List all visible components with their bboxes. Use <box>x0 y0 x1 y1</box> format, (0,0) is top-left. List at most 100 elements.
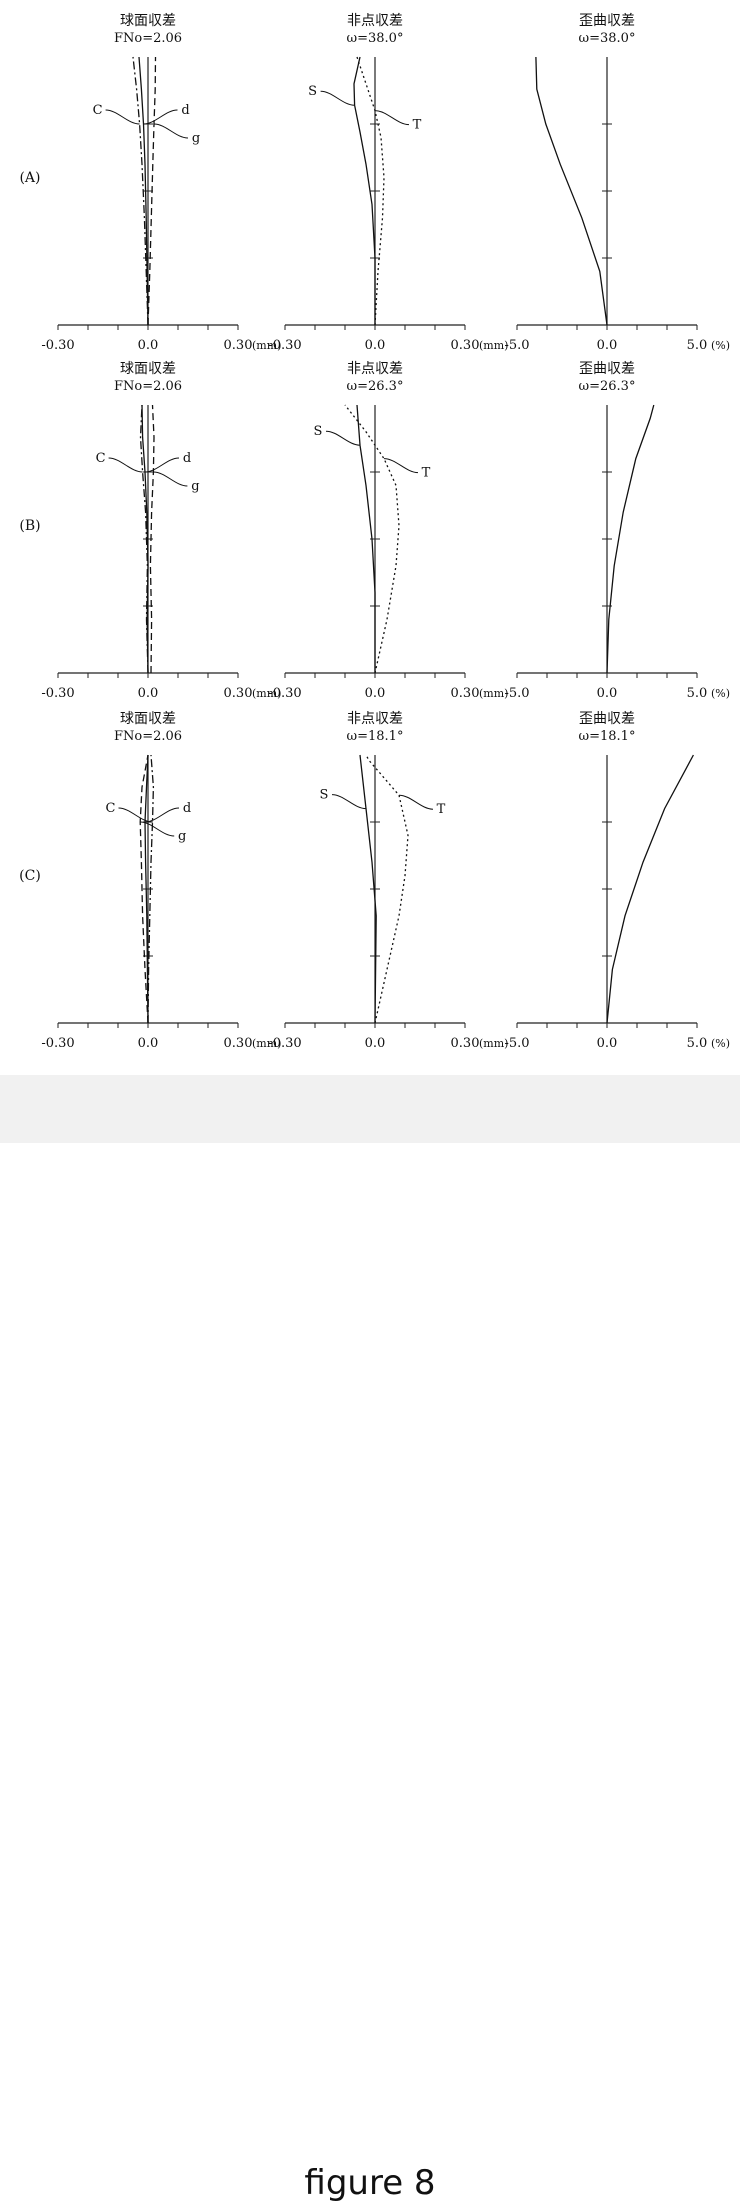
x-tick-label: -5.0 <box>504 1036 529 1051</box>
chart-title: 非点収差 <box>347 361 403 377</box>
chart-title: 非点収差 <box>347 13 403 29</box>
series-leader-line <box>143 109 178 125</box>
series-leader-line <box>153 471 188 487</box>
row-label: (B) <box>19 518 40 534</box>
x-tick-label: -0.30 <box>268 1036 301 1051</box>
x-unit-label: (mm) <box>479 1037 508 1050</box>
series-label-C: C <box>96 451 106 466</box>
series-line-S <box>356 404 376 673</box>
x-tick-label: 0.0 <box>365 686 386 701</box>
series-label-T: T <box>437 802 446 817</box>
series-leader-line <box>105 109 140 125</box>
x-unit-label: (mm) <box>479 687 508 700</box>
series-line-C <box>139 404 149 674</box>
series-label-S: S <box>320 788 329 803</box>
series-leader-line <box>320 90 355 106</box>
series-label-g: g <box>191 479 199 494</box>
x-tick-label: -0.30 <box>268 338 301 353</box>
chart-subtitle: ω=18.1° <box>579 729 636 744</box>
chart-subtitle: ω=38.0° <box>579 31 636 46</box>
x-tick-label: -0.30 <box>41 338 74 353</box>
chart-title: 球面収差 <box>120 711 176 727</box>
series-leader-line <box>325 430 361 446</box>
series-leader-line <box>383 458 419 474</box>
x-unit-label: (mm) <box>479 339 508 352</box>
series-line-g <box>147 56 157 326</box>
x-tick-label: 0.0 <box>597 686 618 701</box>
chart-title: 非点収差 <box>347 711 403 727</box>
series-label-g: g <box>192 131 200 146</box>
series-line-T <box>344 404 400 674</box>
series-line-distortion <box>606 754 694 1024</box>
series-leader-line <box>144 807 180 823</box>
chart-subtitle: ω=38.0° <box>347 31 404 46</box>
x-tick-label: 0.0 <box>597 1036 618 1051</box>
series-label-d: d <box>183 451 191 466</box>
x-tick-label: -5.0 <box>504 338 529 353</box>
series-label-T: T <box>413 118 422 133</box>
series-label-g: g <box>178 829 186 844</box>
x-unit-label: (%) <box>711 687 730 700</box>
x-tick-label: 0.30 <box>451 338 480 353</box>
x-tick-label: 5.0 <box>687 1036 708 1051</box>
series-leader-line <box>118 807 153 823</box>
chart-title: 歪曲収差 <box>579 361 635 377</box>
x-tick-label: 0.0 <box>138 338 159 353</box>
chart-subtitle: ω=26.3° <box>579 379 636 394</box>
row-label: (A) <box>19 170 40 186</box>
series-line-d <box>138 56 149 326</box>
chart-title: 球面収差 <box>120 361 176 377</box>
x-tick-label: 0.0 <box>597 338 618 353</box>
chart-title: 球面収差 <box>120 13 176 29</box>
x-tick-label: 0.30 <box>224 686 253 701</box>
series-line-g <box>149 404 155 674</box>
x-tick-label: -0.30 <box>41 686 74 701</box>
chart-title: 歪曲収差 <box>579 711 635 727</box>
x-unit-label: (%) <box>711 1037 730 1050</box>
series-leader-line <box>153 123 189 139</box>
chart-subtitle: FNo=2.06 <box>114 31 182 46</box>
x-tick-label: -5.0 <box>504 686 529 701</box>
series-label-d: d <box>181 103 189 118</box>
chart-subtitle: FNo=2.06 <box>114 379 182 394</box>
series-leader-line <box>108 457 143 473</box>
series-label-d: d <box>183 801 191 816</box>
row-label: (C) <box>19 868 41 884</box>
series-line-distortion <box>606 404 655 674</box>
series-leader-line <box>374 110 410 126</box>
x-tick-label: 0.0 <box>138 1036 159 1051</box>
chart-subtitle: ω=18.1° <box>347 729 404 744</box>
x-tick-label: 0.30 <box>224 1036 253 1051</box>
series-label-C: C <box>106 801 116 816</box>
chart-subtitle: ω=26.3° <box>347 379 404 394</box>
x-unit-label: (mm) <box>252 339 281 352</box>
series-leader-line <box>331 794 367 810</box>
series-leader-line <box>140 821 175 837</box>
x-tick-label: 0.0 <box>365 338 386 353</box>
series-label-S: S <box>314 424 323 439</box>
series-label-T: T <box>422 466 431 481</box>
series-line-d <box>144 754 149 1024</box>
x-tick-label: 0.30 <box>451 686 480 701</box>
x-tick-label: -0.30 <box>41 1036 74 1051</box>
chart-title: 歪曲収差 <box>579 13 635 29</box>
series-line-distortion <box>535 56 608 326</box>
series-label-C: C <box>93 103 103 118</box>
series-label-S: S <box>308 84 317 99</box>
x-tick-label: 5.0 <box>687 338 708 353</box>
series-line-S <box>353 56 376 325</box>
x-tick-label: 5.0 <box>687 686 708 701</box>
series-line-C <box>147 754 155 1024</box>
series-line-T <box>365 754 409 1024</box>
series-line-C <box>132 56 149 326</box>
series-leader-line <box>144 457 180 473</box>
x-tick-label: 0.0 <box>365 1036 386 1051</box>
x-unit-label: (mm) <box>252 687 281 700</box>
x-unit-label: (mm) <box>252 1037 281 1050</box>
chart-subtitle: FNo=2.06 <box>114 729 182 744</box>
x-unit-label: (%) <box>711 339 730 352</box>
x-tick-label: 0.30 <box>451 1036 480 1051</box>
series-line-S <box>359 754 377 1024</box>
